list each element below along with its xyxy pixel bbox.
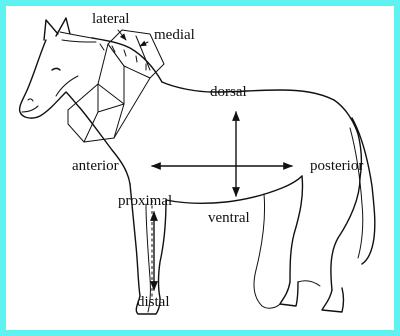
horse-mouth <box>22 106 38 112</box>
label-distal: distal <box>137 294 170 310</box>
horse-hind-hoof-far <box>322 288 344 312</box>
horse-anatomy-diagram: lateral medial dorsal anterior posterior… <box>6 6 394 330</box>
horse-hind-hoof-near <box>280 282 298 306</box>
horse-hindleg-back <box>331 178 360 290</box>
label-medial: medial <box>154 27 195 43</box>
horse-eye <box>52 69 60 71</box>
label-ventral: ventral <box>208 210 250 226</box>
diagram-frame: lateral medial dorsal anterior posterior… <box>6 6 394 330</box>
horse-belly <box>166 176 302 203</box>
medial-arrow <box>140 42 148 46</box>
lateral-arrow <box>118 30 126 40</box>
neck-section <box>68 30 164 142</box>
horse-mane <box>92 38 162 82</box>
neck-block-top-edge <box>108 44 124 66</box>
horse-nostril <box>28 99 33 101</box>
horse-ear-left <box>44 20 58 40</box>
horse-foreleg-back <box>159 200 167 298</box>
horse-back <box>162 82 334 100</box>
horse-tail <box>352 118 375 264</box>
horse-hindleg-front <box>290 176 303 282</box>
label-dorsal: dorsal <box>210 84 247 100</box>
horse-hindleg-far <box>254 194 280 308</box>
neck-block-bottom <box>68 84 124 142</box>
neck-section-planes <box>98 44 150 138</box>
label-posterior: posterior <box>310 158 363 174</box>
horse-head <box>20 40 80 118</box>
horse-hock-line <box>298 281 320 286</box>
label-proximal: proximal <box>118 193 172 209</box>
horse-forelock <box>60 32 96 42</box>
label-lateral: lateral <box>92 11 129 27</box>
label-anterior: anterior <box>72 158 119 174</box>
